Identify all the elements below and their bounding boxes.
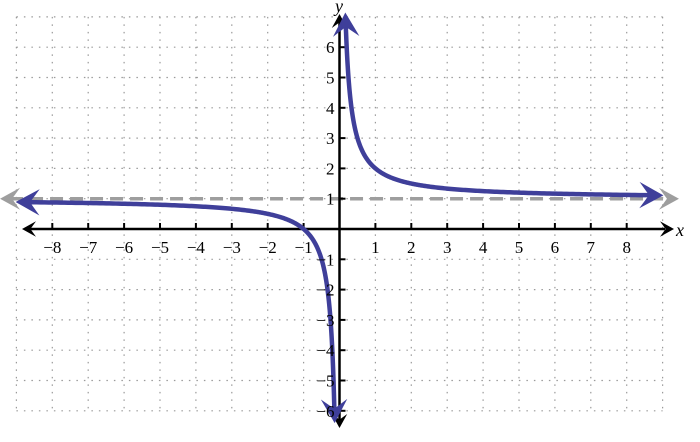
- x-tick-label: 2: [407, 238, 416, 257]
- y-tick-label: −3: [316, 311, 334, 330]
- curve-arrow: [320, 398, 348, 424]
- tick-labels: x y −8 −7 −6 −5 −4 −3 −2 −1 1 2 3 4 5 6 7 8 −6 −5 −4 −3 −2 −1 1 2…: [43, 0, 684, 421]
- curve-arrow: [332, 12, 360, 37]
- y-tick-label: 4: [326, 99, 335, 118]
- y-axis-label: y: [333, 0, 343, 16]
- asymptote-arrow-right: [658, 187, 679, 210]
- y-tick-label: 2: [326, 159, 335, 178]
- x-axis-label: x: [675, 220, 684, 240]
- x-tick-label: 3: [443, 238, 452, 257]
- x-tick-label: 4: [479, 238, 488, 257]
- y-tick-label: −5: [316, 372, 334, 391]
- y-tick-label: 3: [326, 129, 335, 148]
- asymptote-arrow-left: [0, 187, 21, 210]
- x-tick-label: −2: [259, 238, 277, 257]
- y-tick-label: 1: [326, 190, 335, 209]
- x-tick-label: 8: [622, 238, 631, 257]
- x-tick-label: −6: [115, 238, 133, 257]
- curves: [15, 12, 664, 424]
- x-tick-label: −3: [223, 238, 241, 257]
- y-tick-label: −2: [316, 281, 334, 300]
- y-tick-label: −4: [316, 341, 335, 360]
- x-tick-label: −1: [295, 238, 313, 257]
- x-axis-arrow-right: [660, 221, 674, 237]
- x-tick-label: 7: [587, 238, 596, 257]
- x-tick-label: −7: [79, 238, 98, 257]
- y-tick-label: −6: [316, 402, 334, 421]
- y-tick-label: 6: [326, 38, 335, 57]
- x-tick-label: 1: [371, 238, 380, 257]
- curve-arrow: [639, 181, 664, 209]
- x-tick-label: 6: [551, 238, 560, 257]
- x-tick-label: 5: [515, 238, 524, 257]
- y-tick-label: 5: [326, 69, 335, 88]
- curve-branch-right: [343, 20, 656, 198]
- curve-branch-left: [23, 199, 337, 416]
- y-tick-label: −1: [316, 250, 334, 269]
- x-tick-label: −5: [151, 238, 169, 257]
- x-tick-label: −8: [43, 238, 61, 257]
- x-axis-arrow-left: [22, 221, 36, 237]
- curve-arrow: [15, 189, 40, 216]
- x-tick-label: −4: [187, 238, 206, 257]
